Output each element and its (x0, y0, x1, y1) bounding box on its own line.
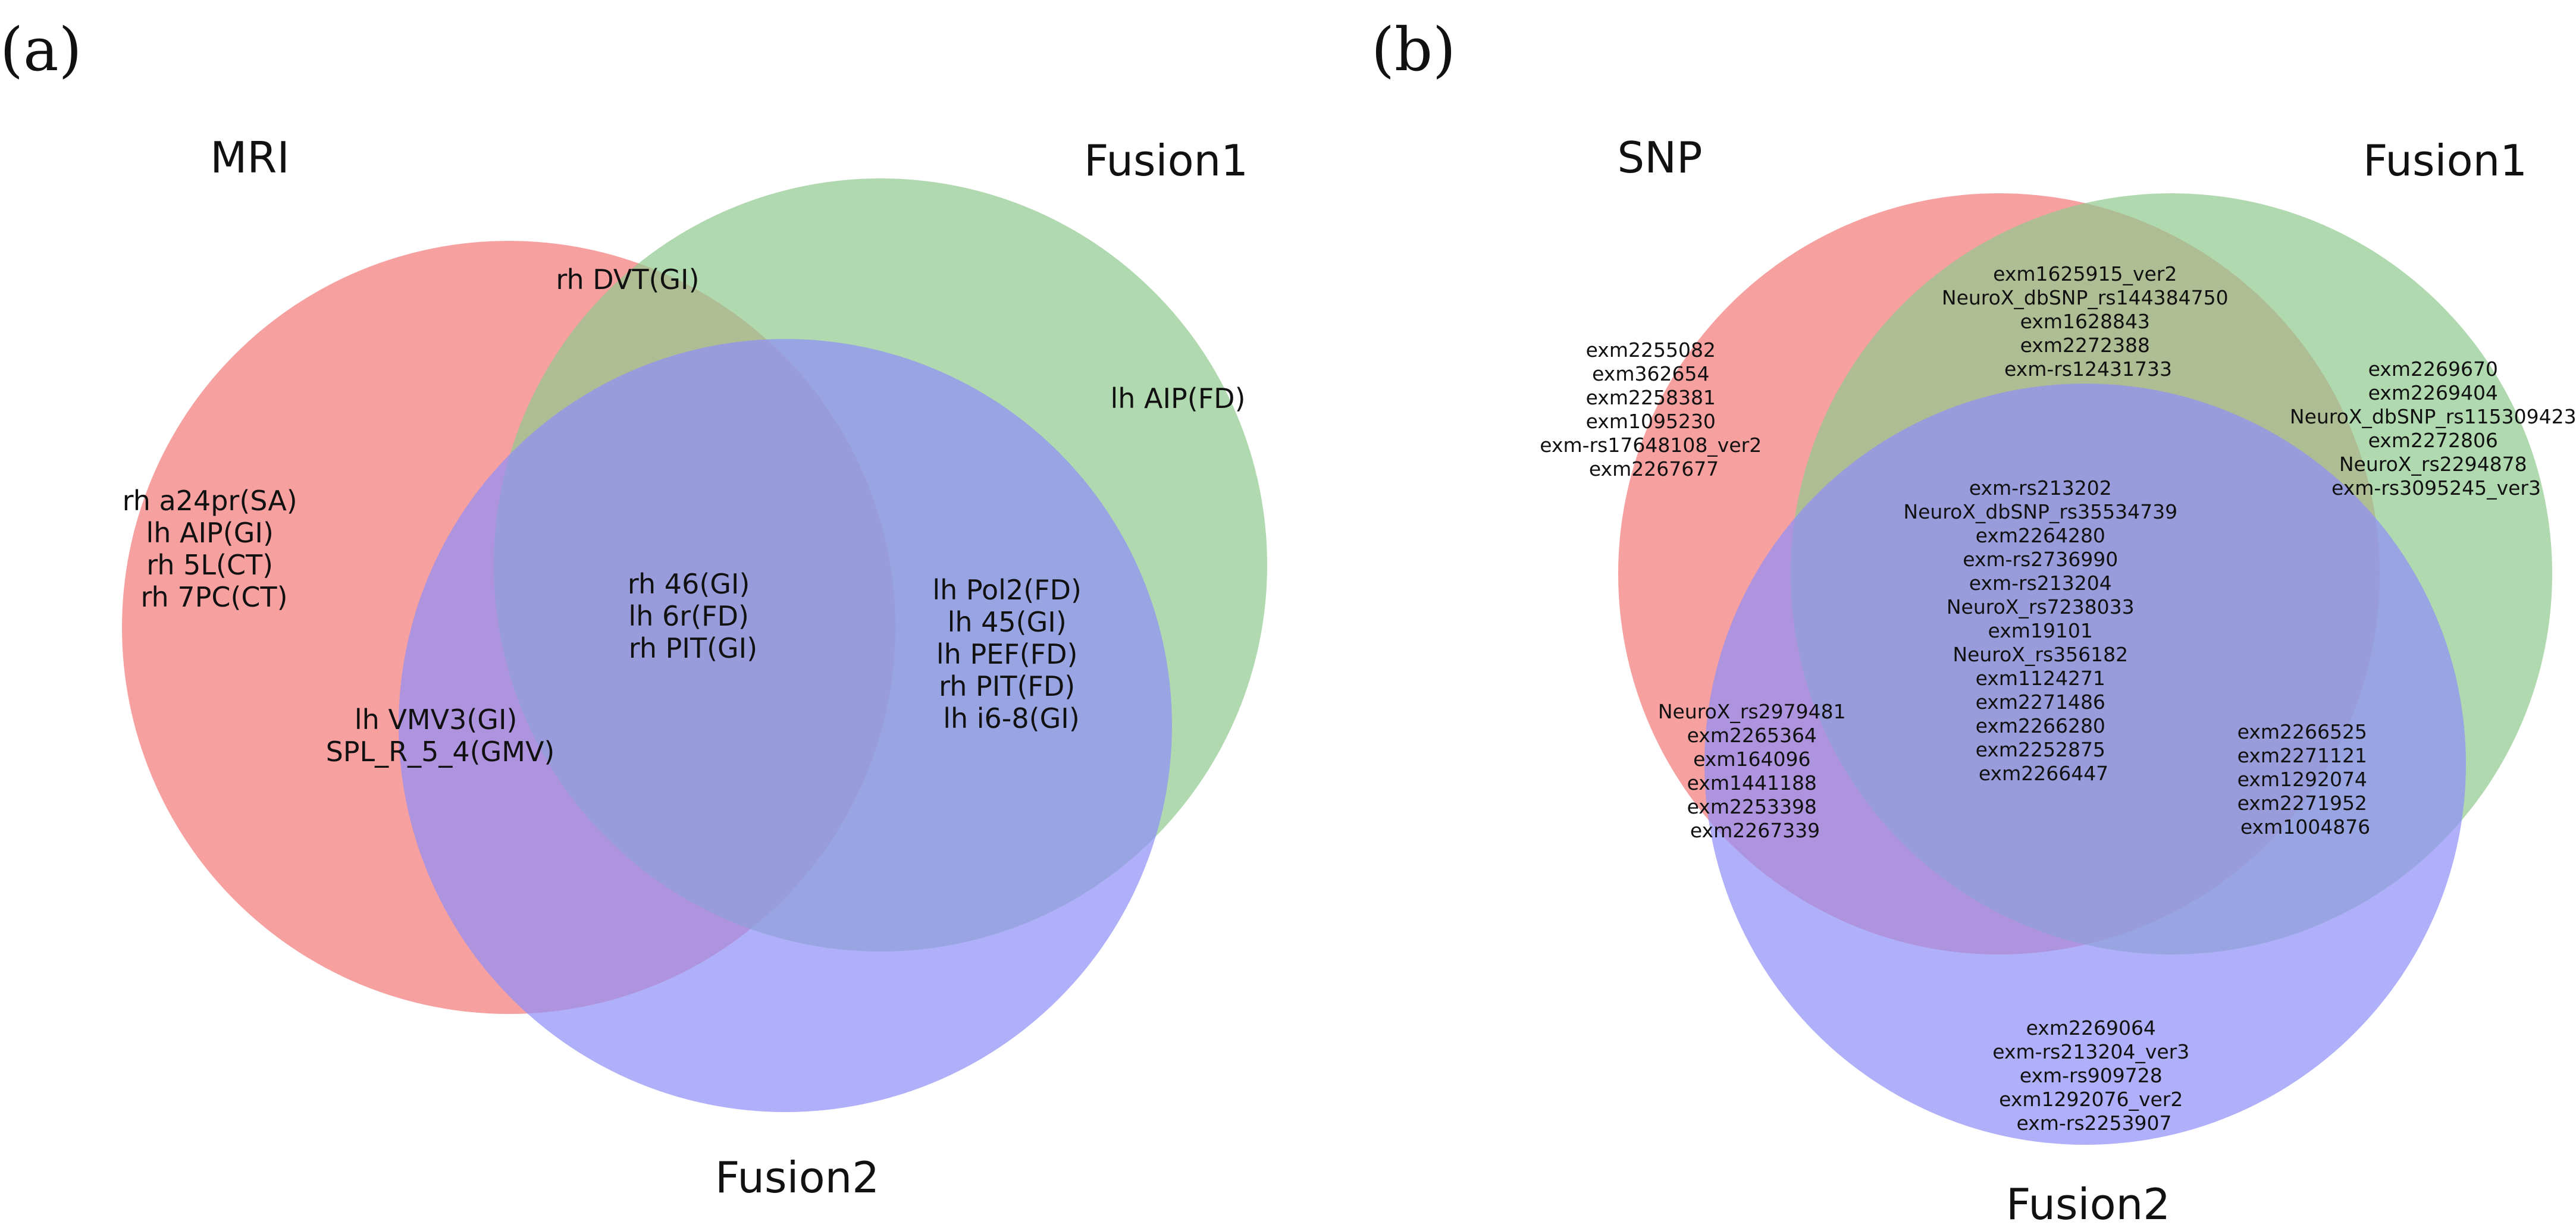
region-item: exm1628843 (2020, 310, 2150, 333)
region-item: exm1441188 (1687, 771, 1817, 795)
region-item: exm2272388 (2020, 334, 2150, 357)
panel-b-all-sets-text: exm-rs213202 NeuroX_dbSNP_rs35534739 exm… (1903, 476, 2183, 785)
region-item: lh PEF(FD) (936, 638, 1078, 670)
panel-b-set3-circle (1704, 384, 2466, 1145)
region-item: exm362654 (1592, 362, 1709, 385)
region-item: lh Pol2(FD) (932, 574, 1082, 606)
region-item: exm2271121 (2237, 744, 2367, 767)
panel-b-only-set2-text: exm2269670 exm2269404 NeuroX_dbSNP_rs115… (2290, 357, 2576, 500)
panel-a-set1-set3-text: lh VMV3(GI) SPL_R_5_4(GMV) (326, 704, 555, 768)
region-item: exm164096 (1693, 748, 1810, 771)
region-item: rh PIT(FD) (939, 670, 1075, 702)
panel-b-set2-set3-text: exm2266525 exm2271121 exm1292074 exm2271… (2237, 720, 2374, 839)
region-item: rh DVT(GI) (556, 263, 699, 296)
region-item: exm2271952 (2237, 792, 2367, 815)
region-item: rh a24pr(SA) (123, 485, 297, 517)
region-item: SPL_R_5_4(GMV) (326, 736, 555, 768)
region-item: exm2272806 (2368, 429, 2498, 452)
region-item: exm2255082 (1586, 338, 1716, 362)
region-item: exm2267339 (1690, 819, 1820, 842)
region-item: exm1292076_ver2 (1999, 1088, 2183, 1111)
region-item: exm1292074 (2237, 768, 2367, 791)
region-item: rh 5L(CT) (146, 549, 273, 581)
region-item: exm-rs909728 (2020, 1064, 2163, 1087)
region-item: exm2258381 (1586, 386, 1716, 409)
region-item: lh i6-8(GI) (943, 702, 1080, 734)
panel-a-set1-label: MRI (210, 133, 289, 183)
panel-b-only-set3-text: exm2269064 exm-rs213204_ver3 exm-rs90972… (1992, 1016, 2195, 1135)
region-item: exm2266525 (2237, 720, 2367, 743)
region-item: exm1004876 (2240, 815, 2370, 839)
region-item: exm2265364 (1687, 724, 1817, 747)
panel-b-letter: (b) (1371, 15, 1456, 84)
region-item: exm2269064 (2026, 1016, 2156, 1040)
region-item: lh 6r(FD) (628, 600, 749, 632)
panel-a-circles (122, 178, 1267, 1112)
region-item: exm19101 (1988, 619, 2093, 642)
region-item: rh 7PC(CT) (140, 581, 287, 613)
panel-a-set2-label: Fusion1 (1084, 136, 1248, 186)
region-item: lh VMV3(GI) (355, 704, 518, 736)
region-item: NeuroX_dbSNP_rs35534739 (1903, 500, 2177, 523)
region-item: exm-rs2736990 (1963, 548, 2118, 571)
region-item: exm-rs2253907 (2016, 1111, 2171, 1135)
venn-panel-b: (b) SNP Fusion1 Fusion2 exm2255082 exm36… (1371, 15, 2576, 1229)
region-item: exm1095230 (1586, 410, 1716, 433)
panel-b-set1-set2-text: exm1625915_ver2 NeuroX_dbSNP_rs144384750… (1942, 262, 2235, 381)
panel-a-set3-label: Fusion2 (715, 1153, 879, 1202)
region-item: exm2267677 (1589, 457, 1719, 481)
panel-b-set1-set3-text: NeuroX_rs2979481 exm2265364 exm164096 ex… (1658, 700, 1852, 842)
region-item: exm-rs213204 (1969, 571, 2112, 595)
region-item: exm2252875 (1976, 738, 2105, 761)
region-item: exm2266280 (1976, 714, 2105, 737)
panel-a-set2-set3-text: lh Pol2(FD) lh 45(GI) lh PEF(FD) rh PIT(… (932, 574, 1090, 734)
region-item: exm1124271 (1976, 667, 2105, 690)
region-item: NeuroX_dbSNP_rs144384750 (1942, 286, 2229, 309)
panel-a-set3-circle (399, 339, 1172, 1112)
panel-a-set1-set2-text: rh DVT(GI) (556, 263, 699, 296)
region-item: NeuroX_rs356182 (1953, 643, 2128, 666)
region-item: NeuroX_dbSNP_rs115309423 (2290, 405, 2576, 428)
region-item: exm2266447 (1979, 762, 2108, 785)
region-item: exm-rs3095245_ver3 (2331, 476, 2541, 500)
region-item: lh AIP(GI) (146, 517, 273, 549)
region-item: exm-rs213202 (1969, 476, 2112, 500)
region-item: exm-rs213204_ver3 (1992, 1040, 2189, 1063)
region-item: lh AIP(FD) (1110, 382, 1245, 414)
panel-a-only-set2-text: lh AIP(FD) (1110, 382, 1245, 414)
region-item: NeuroX_rs2979481 (1658, 700, 1846, 723)
panel-a-only-set1-text: rh a24pr(SA) lh AIP(GI) rh 5L(CT) rh 7PC… (123, 485, 306, 613)
panel-a-letter: (a) (0, 15, 82, 84)
region-item: NeuroX_rs2294878 (2339, 453, 2527, 476)
region-item: exm-rs12431733 (2004, 357, 2172, 381)
region-item: NeuroX_rs7238033 (1947, 595, 2135, 618)
panel-b-set1-label: SNP (1618, 133, 1703, 183)
region-item: exm2253398 (1687, 795, 1817, 818)
panel-b-only-set1-text: exm2255082 exm362654 exm2258381 exm10952… (1540, 338, 1768, 481)
region-item: exm2271486 (1976, 690, 2105, 714)
region-item: lh 45(GI) (948, 606, 1067, 638)
panel-b-set2-label: Fusion1 (2363, 136, 2527, 186)
panel-a-all-sets-text: rh 46(GI) lh 6r(FD) rh PIT(GI) (628, 568, 759, 664)
region-item: exm-rs17648108_ver2 (1540, 434, 1762, 457)
region-item: rh PIT(GI) (629, 632, 757, 664)
venn-panel-a: (a) MRI Fusion1 Fusion2 rh a24pr(SA) lh … (0, 15, 1267, 1202)
region-item: exm2269404 (2368, 381, 2498, 404)
panel-b-set3-label: Fusion2 (2006, 1179, 2170, 1229)
panel-b-circles (1618, 193, 2552, 1145)
region-item: exm2269670 (2368, 357, 2498, 381)
region-item: exm2264280 (1976, 524, 2105, 547)
region-item: exm1625915_ver2 (1993, 262, 2177, 285)
region-item: rh 46(GI) (628, 568, 750, 600)
